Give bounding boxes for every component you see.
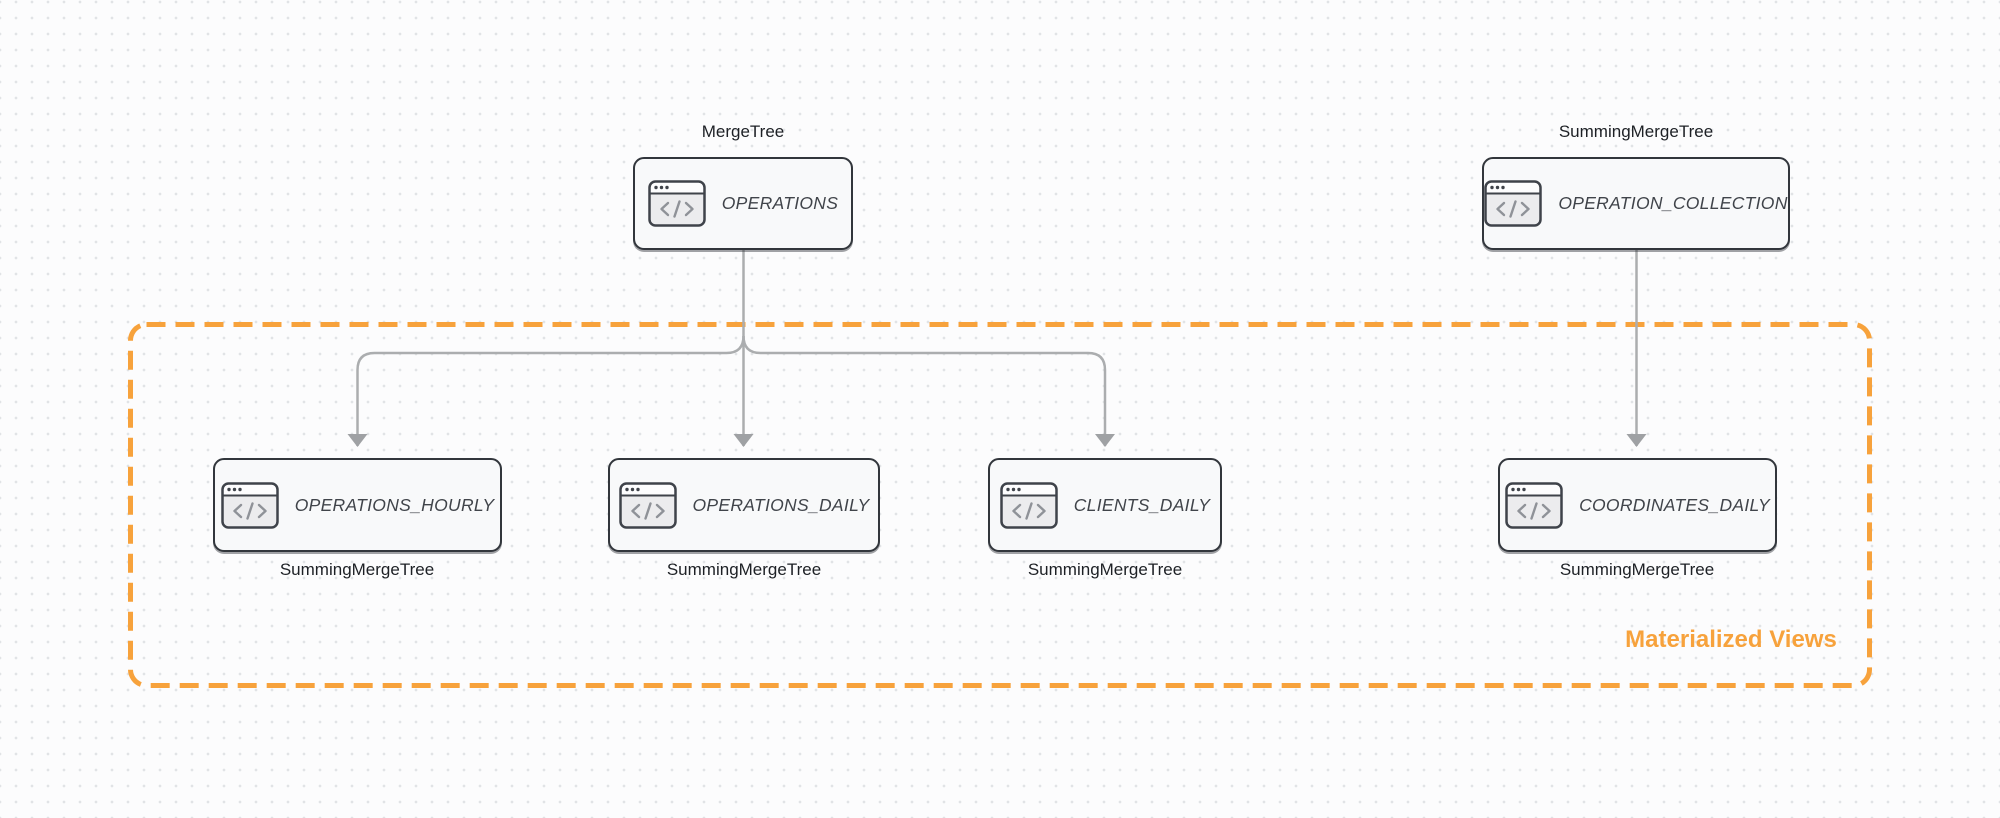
edge-operations-to-clients-daily <box>742 335 1115 447</box>
table-name: CLIENTS_DAILY <box>1073 494 1211 515</box>
node-coordinates-daily: COORDINATES_DAILY <box>1498 458 1777 552</box>
node-operation-collection: OPERATION_COLLECTION <box>1482 157 1790 250</box>
node-clients-daily: CLIENTS_DAILY <box>988 458 1222 552</box>
table-name: OPERATIONS_HOURLY <box>294 494 495 515</box>
node-operations-hourly: OPERATIONS_HOURLY <box>213 458 502 552</box>
table-name: OPERATIONS_DAILY <box>692 494 870 515</box>
node-operations-daily: OPERATIONS_DAILY <box>608 458 880 552</box>
code-window-icon <box>648 180 706 227</box>
table-name: COORDINATES_DAILY <box>1579 494 1770 515</box>
code-window-icon <box>220 481 279 529</box>
table-name: OPERATION_COLLECTION <box>1558 193 1788 213</box>
engine-label-summingmergetree: SummingMergeTree <box>1559 560 1715 579</box>
code-window-icon <box>1484 180 1543 227</box>
engine-label-summingmergetree: SummingMergeTree <box>279 560 435 579</box>
engine-label-mergetree: MergeTree <box>701 122 785 141</box>
code-window-icon <box>999 481 1058 529</box>
table-name: OPERATIONS <box>721 193 839 213</box>
code-window-icon <box>618 481 677 529</box>
engine-label-summingmergetree: SummingMergeTree <box>1027 560 1183 579</box>
engine-label-summingmergetree: SummingMergeTree <box>666 560 822 579</box>
code-window-icon <box>1505 481 1563 529</box>
materialized-views-label: Materialized Views <box>1625 626 1837 653</box>
edge-operations-to-operations-hourly <box>347 335 745 447</box>
node-operations: OPERATIONS <box>633 157 853 250</box>
engine-label-summingmergetree: SummingMergeTree <box>1558 122 1714 141</box>
